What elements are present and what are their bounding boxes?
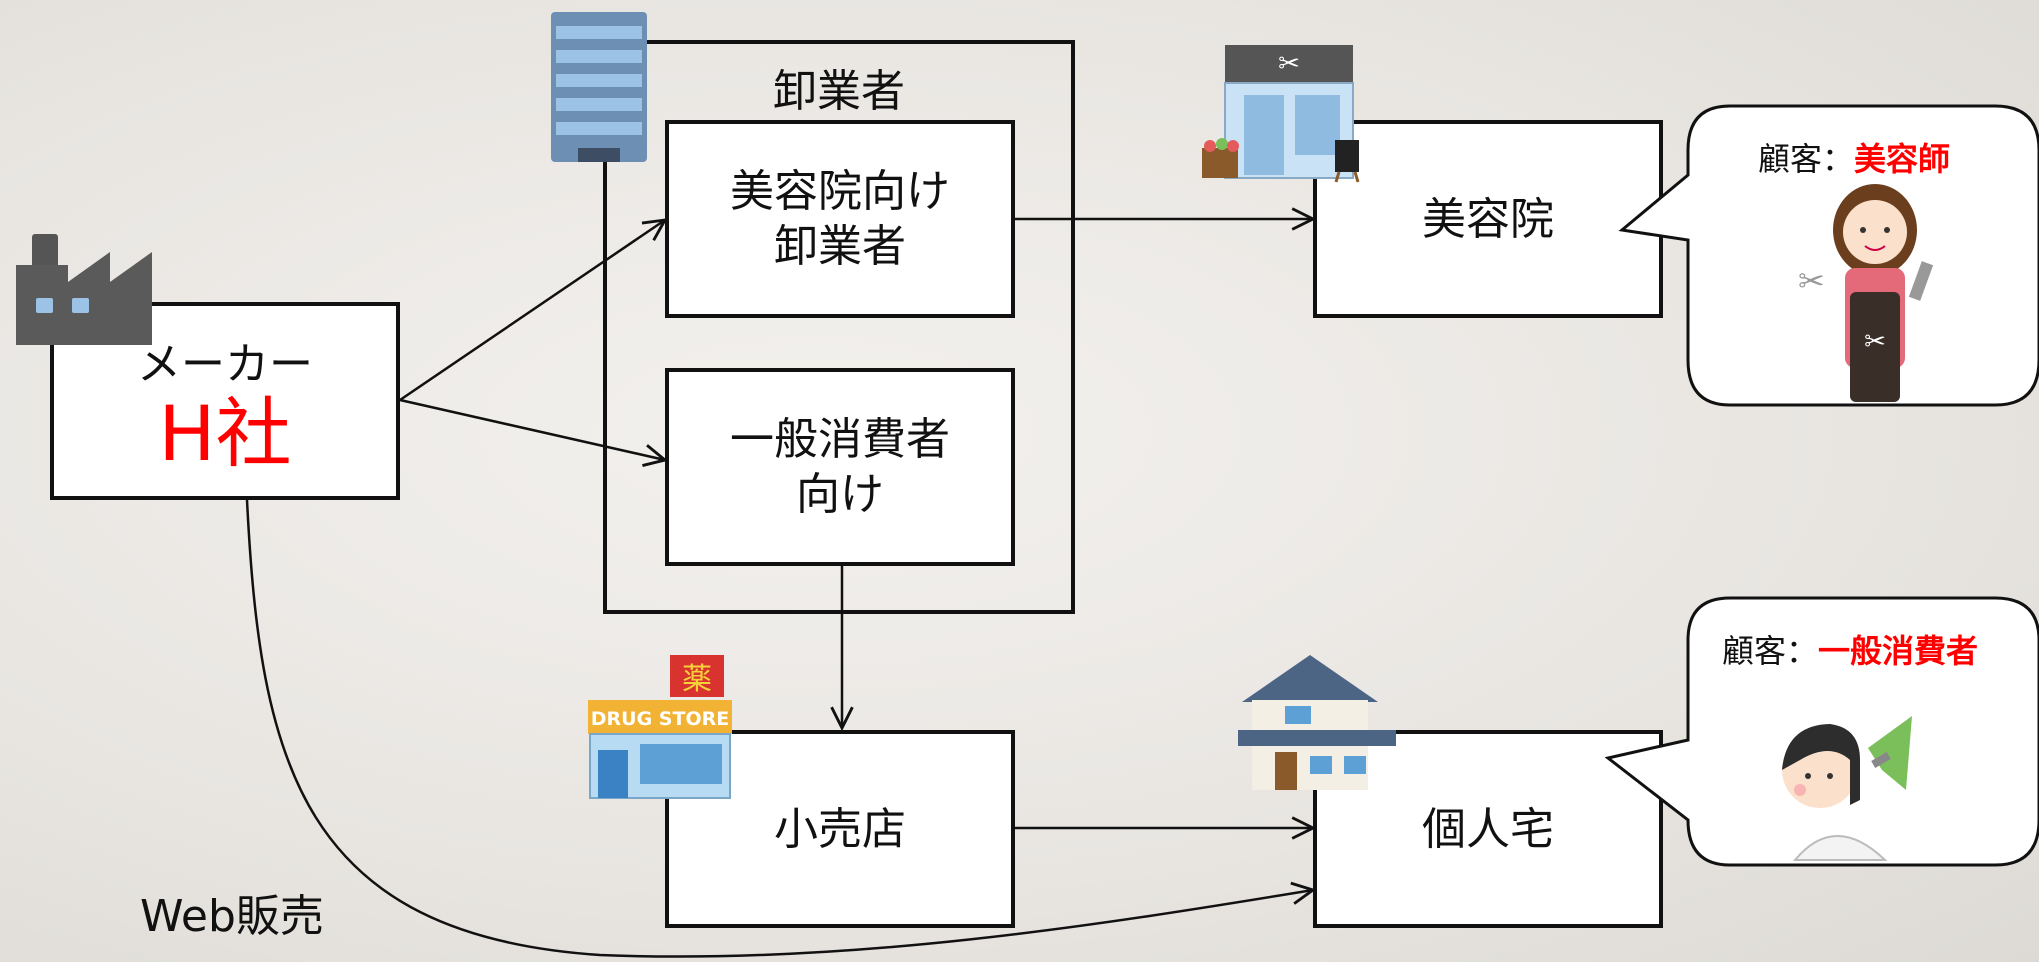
bubble-salon-highlight: 美容師 [1854,140,1951,178]
consumer-wholesaler-node: 一般消費者 向け [665,368,1015,566]
speech-bubble-salon [1618,104,2039,407]
salon-wholesaler-line1: 美容院向け [730,166,950,217]
home-node: 個人宅 [1313,730,1663,928]
maker-node: メーカー H社 [50,302,400,500]
svg-text:✂: ✂ [1278,49,1300,79]
maker-label: メーカー [137,338,313,390]
arrow-web-sales [245,499,1313,958]
retail-label: 小売店 [774,803,906,855]
arrow-maker-to-consumer-wholesaler [399,398,665,460]
consumer-wholesaler-line2: 向け [796,469,884,520]
consumer-wholesaler-line1: 一般消費者 [730,414,950,465]
bubble-salon-prefix: 顧客： [1758,140,1855,178]
bubble-home-highlight: 一般消費者 [1818,632,1979,670]
bubble-home-text: 顧客：一般消費者 [1722,626,1978,672]
home-label: 個人宅 [1422,803,1554,855]
factory-icon [16,234,152,345]
salon-label: 美容院 [1422,193,1554,245]
svg-text:DRUG STORE: DRUG STORE [591,708,729,730]
house-icon [1238,655,1396,790]
retail-node: 小売店 [665,730,1015,928]
customer-haircut-icon [1782,716,1912,861]
svg-text:薬: 薬 [682,662,712,697]
drugstore-icon: 薬 DRUG STORE [588,655,732,799]
wholesaler-group [603,40,1075,614]
hairdresser-person-icon: ✂ ✂ [1798,184,1934,402]
salon-wholesaler-node: 美容院向け 卸業者 [665,120,1015,318]
bubble-home-prefix: 顧客： [1722,632,1819,670]
salon-wholesaler-line2: 卸業者 [774,221,906,272]
web-sales-label: Web販売 [140,891,324,942]
arrow-maker-to-salon-wholesaler [399,220,665,402]
salon-shop-icon: ✂ [1202,45,1360,183]
svg-text:✂: ✂ [1864,327,1886,357]
bubble-salon-text: 顧客：美容師 [1758,134,1950,180]
maker-name: H社 [158,388,292,478]
svg-text:✂: ✂ [1798,262,1825,300]
wholesaler-group-title: 卸業者 [773,66,905,117]
office-building-icon [551,12,647,162]
